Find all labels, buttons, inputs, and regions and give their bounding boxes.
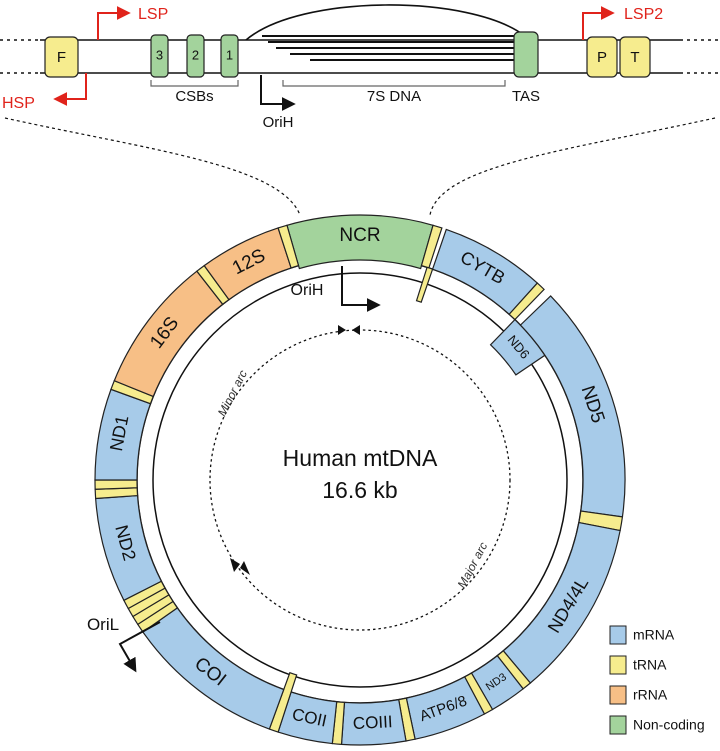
csb-1-label: 1 <box>226 47 233 62</box>
ncr-label: NCR <box>339 225 380 246</box>
orih-ring-arrow-icon <box>341 266 381 312</box>
nd5-segment <box>519 295 626 518</box>
arc-marker-top-left-icon <box>338 325 346 335</box>
hsp-arrow-icon <box>53 73 87 106</box>
7s-dna-strands <box>262 35 515 61</box>
trna-f2-segment <box>277 224 300 269</box>
legend-label-3: Non-coding <box>633 717 705 733</box>
center-title: Human mtDNA <box>283 445 438 471</box>
csb-1-box <box>220 34 239 78</box>
tas-label: TAS <box>512 88 540 105</box>
arc-marker-bottom-a-icon <box>230 558 240 572</box>
circular-genome: NCRCYTBND6ND5ND4/4LND3ATP6/8COIIICOIICOI… <box>94 214 626 746</box>
legend-label-0: mRNA <box>633 627 675 643</box>
arc-marker-top-right-icon <box>352 325 360 335</box>
csbs-label: CSBs <box>175 88 213 105</box>
trna-mqi-2-segment <box>94 479 138 490</box>
hsp-label: HSP <box>2 95 35 112</box>
box-p <box>586 36 618 78</box>
major-arc-label: Major arc <box>455 540 491 591</box>
csb-3-box <box>150 34 169 78</box>
legend-swatch-3 <box>609 715 627 735</box>
lsp2-label: LSP2 <box>624 6 663 23</box>
legend-label-2: rRNA <box>633 687 668 703</box>
orih-ring-label: OriH <box>291 282 324 299</box>
csb-2-box <box>186 34 205 78</box>
box-f-label: F <box>57 49 66 66</box>
oril-arrow-icon <box>118 621 161 673</box>
box-p-label: P <box>597 49 607 66</box>
orih-top-label: OriH <box>263 114 294 131</box>
legend-swatch-2 <box>609 685 627 705</box>
trna-p-segment <box>415 266 434 304</box>
center-size: 16.6 kb <box>322 477 397 503</box>
orih-top-arrow-icon <box>260 75 296 111</box>
trna-s-segment <box>268 671 298 733</box>
minor-arc-label: Minor arc <box>215 368 250 419</box>
arc-dotted-circle <box>209 329 511 631</box>
d-loop-arc <box>245 4 526 41</box>
box-t-label: T <box>630 49 639 66</box>
zoom-line-right <box>429 117 716 216</box>
lsp-arrow-icon <box>97 6 131 40</box>
ring-inner-circle <box>152 272 568 688</box>
legend-label-1: tRNA <box>633 657 667 673</box>
arc-marker-bottom-b-icon <box>240 561 250 575</box>
legend-swatch-1 <box>609 655 627 675</box>
csb-3-label: 3 <box>156 47 163 62</box>
box-t <box>619 36 651 78</box>
oril-label: OriL <box>87 615 119 634</box>
zoom-line-left <box>4 117 301 216</box>
lsp-label: LSP <box>138 6 168 23</box>
box-f <box>44 36 79 78</box>
7s-dna-label: 7S DNA <box>367 88 421 105</box>
coiii-label: COIII <box>352 712 393 733</box>
lsp2-arrow-icon <box>582 6 615 40</box>
csb-2-label: 2 <box>192 47 199 62</box>
legend: mRNA tRNA rRNA Non-coding <box>609 625 705 735</box>
7s-dna-bracket <box>282 80 506 87</box>
csbs-bracket <box>150 80 239 87</box>
legend-swatch-0 <box>609 625 627 645</box>
linear-region-detail: F 3 2 1 CSBs 7S DNA TAS P T LSP HSP LSP2… <box>0 4 720 216</box>
tas-box <box>513 31 539 78</box>
